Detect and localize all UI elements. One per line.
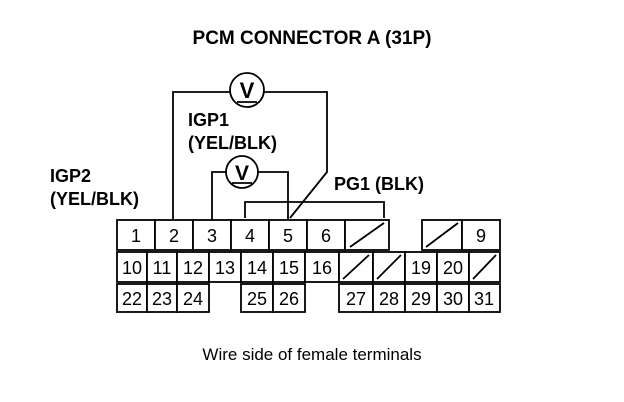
terminal-cell bbox=[268, 219, 308, 251]
terminal-cell bbox=[146, 283, 178, 313]
terminal-label: 16 bbox=[312, 258, 332, 278]
label-pg1: PG1 (BLK) bbox=[334, 174, 424, 194]
terminal-label: 25 bbox=[247, 289, 267, 309]
terminal-cell bbox=[176, 283, 210, 313]
terminal-label: 19 bbox=[411, 258, 431, 278]
blank-slash bbox=[342, 254, 370, 280]
label-igp2-color: (YEL/BLK) bbox=[50, 189, 139, 209]
label-igp2-name: IGP2 bbox=[50, 166, 91, 186]
terminal-cell bbox=[404, 283, 438, 313]
voltmeter-inner: V bbox=[225, 155, 259, 189]
terminal-cell bbox=[208, 251, 242, 283]
blank-slash bbox=[425, 222, 459, 248]
terminal-label: 20 bbox=[443, 258, 463, 278]
voltmeter-outer-icon bbox=[229, 72, 265, 108]
terminal-label: 30 bbox=[443, 289, 463, 309]
terminal-label: 26 bbox=[279, 289, 299, 309]
terminal-cell bbox=[240, 251, 274, 283]
terminal-cell bbox=[154, 219, 194, 251]
terminal-cell bbox=[461, 219, 501, 251]
terminal-label: 22 bbox=[122, 289, 142, 309]
connector-row-3: 22 23 24 25 26 27 28 29 30 31 bbox=[116, 283, 501, 313]
terminal-label: 10 bbox=[122, 258, 142, 278]
terminal-label: 27 bbox=[346, 289, 366, 309]
terminal-label: 9 bbox=[476, 226, 486, 246]
terminal-label: 31 bbox=[474, 289, 494, 309]
label-igp1-name: IGP1 bbox=[188, 110, 229, 130]
terminal-label: 14 bbox=[247, 258, 267, 278]
terminal-label: 4 bbox=[245, 226, 255, 246]
wire-meter-pg1-inner bbox=[258, 171, 289, 221]
label-igp1-color: (YEL/BLK) bbox=[188, 133, 277, 153]
wire-igp2-meter bbox=[172, 91, 231, 221]
terminal-cell bbox=[404, 251, 438, 283]
terminal-label: 2 bbox=[169, 226, 179, 246]
terminal-cell bbox=[146, 251, 178, 283]
terminal-label: 28 bbox=[379, 289, 399, 309]
voltmeter-outer: V bbox=[229, 72, 265, 108]
terminal-cell bbox=[468, 283, 501, 313]
connector-row-2: 10 11 12 13 14 15 16 19 20 bbox=[116, 251, 501, 283]
terminal-label: 15 bbox=[279, 258, 299, 278]
terminal-cell bbox=[240, 283, 274, 313]
diagram-caption: Wire side of female terminals bbox=[202, 345, 421, 364]
connector-rib bbox=[244, 201, 385, 218]
blank-slash bbox=[376, 254, 402, 280]
terminal-cell bbox=[338, 283, 374, 313]
blank-slash bbox=[472, 254, 497, 280]
terminal-label: 29 bbox=[411, 289, 431, 309]
terminal-label: 3 bbox=[207, 226, 217, 246]
wire-meter-pg1-outer bbox=[264, 91, 328, 219]
terminal-label: 6 bbox=[321, 226, 331, 246]
wire-igp1-meter bbox=[211, 171, 226, 221]
terminal-label: 23 bbox=[152, 289, 172, 309]
wiring bbox=[172, 91, 385, 221]
blank-slash bbox=[349, 222, 385, 248]
terminal-cell bbox=[176, 251, 210, 283]
terminal-label: 5 bbox=[283, 226, 293, 246]
voltmeter-inner-symbol: V bbox=[235, 162, 249, 185]
terminal-label: 12 bbox=[183, 258, 203, 278]
voltmeter-outer-symbol: V bbox=[240, 78, 255, 103]
diagram-title: PCM CONNECTOR A (31P) bbox=[193, 28, 432, 49]
terminal-cell bbox=[230, 219, 270, 251]
terminal-cell bbox=[306, 219, 346, 251]
terminal-label: 1 bbox=[131, 226, 141, 246]
terminal-cell bbox=[272, 283, 306, 313]
terminal-label: 13 bbox=[215, 258, 235, 278]
terminal-label: 11 bbox=[153, 258, 172, 278]
connector-row-1: 1 2 3 4 5 6 9 bbox=[116, 219, 501, 251]
terminal-label: 24 bbox=[183, 289, 203, 309]
voltmeter-inner-icon bbox=[225, 155, 259, 189]
